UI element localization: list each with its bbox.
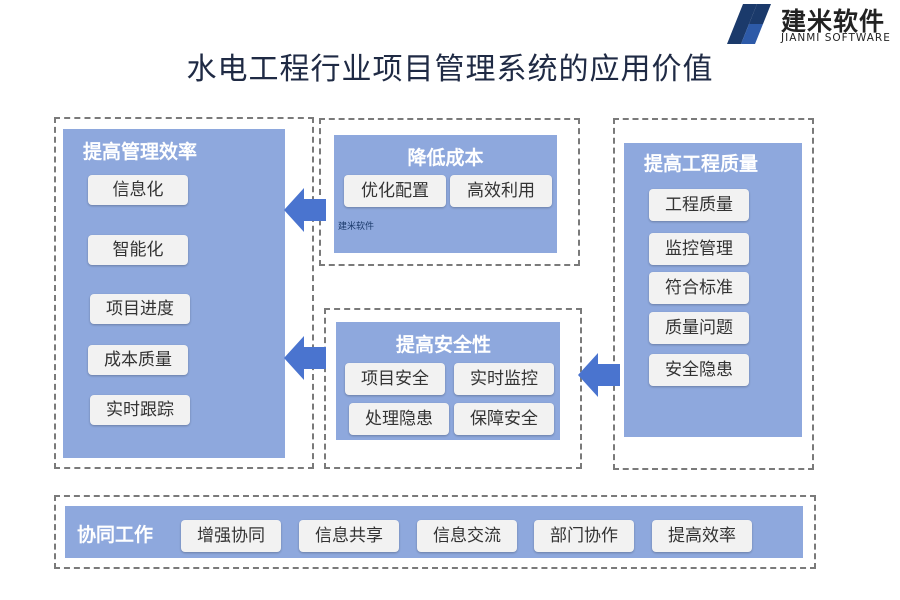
chip-item: 项目安全	[345, 363, 445, 395]
panel-title: 降低成本	[407, 147, 484, 169]
brand-name-en: JIANMI SOFTWARE	[781, 32, 891, 44]
chip-item: 信息交流	[417, 520, 517, 552]
chip-item: 高效利用	[450, 175, 552, 207]
brand-logo: 建米软件 JIANMI SOFTWARE	[727, 2, 897, 46]
chip-item: 监控管理	[649, 233, 749, 265]
panel-title: 提高管理效率	[83, 141, 198, 163]
chip-item: 质量问题	[649, 312, 749, 344]
panel-title: 协同工作	[77, 524, 154, 546]
chip-item: 提高效率	[652, 520, 752, 552]
group-right-frame	[613, 118, 814, 470]
panel-reduce-cost: 降低成本 优化配置 高效利用 建米软件	[334, 135, 557, 253]
chip-item: 工程质量	[649, 189, 749, 221]
chip-item: 信息化	[88, 175, 188, 205]
panel-improve-quality: 提高工程质量 工程质量 监控管理 符合标准 质量问题 安全隐患	[624, 143, 802, 437]
group-mid-bottom-frame	[324, 308, 582, 469]
chip-item: 智能化	[88, 235, 188, 265]
panel-title: 提高工程质量	[644, 153, 759, 175]
chip-item: 安全隐患	[649, 354, 749, 386]
chip-item: 实时监控	[454, 363, 554, 395]
chip-item: 成本质量	[88, 345, 188, 375]
page-title: 水电工程行业项目管理系统的应用价值	[186, 52, 714, 87]
group-mid-top-frame	[319, 118, 580, 266]
arrow-left-icon	[284, 188, 326, 232]
chip-item: 优化配置	[344, 175, 446, 207]
arrow-left-icon	[578, 353, 620, 397]
group-bottom-frame	[54, 495, 816, 569]
chip-item: 处理隐患	[349, 403, 449, 435]
brand-logo-icon	[727, 4, 771, 44]
arrow-left-icon	[284, 336, 326, 380]
panel-management-efficiency: 提高管理效率 信息化 智能化 项目进度 成本质量 实时跟踪	[63, 129, 285, 458]
chip-item: 增强协同	[181, 520, 281, 552]
panel-improve-safety: 提高安全性 项目安全 实时监控 处理隐患 保障安全	[336, 322, 560, 440]
watermark-logo: 建米软件	[338, 222, 375, 232]
group-left-frame	[54, 117, 314, 469]
chip-item: 保障安全	[454, 403, 554, 435]
chip-item: 符合标准	[649, 272, 749, 304]
brand-name: 建米软件	[781, 7, 886, 36]
chip-item: 实时跟踪	[90, 395, 190, 425]
chip-item: 信息共享	[299, 520, 399, 552]
chip-item: 项目进度	[90, 294, 190, 324]
panel-title: 提高安全性	[396, 334, 492, 356]
panel-collaboration: 协同工作 增强协同 信息共享 信息交流 部门协作 提高效率	[65, 506, 803, 558]
chip-item: 部门协作	[534, 520, 634, 552]
